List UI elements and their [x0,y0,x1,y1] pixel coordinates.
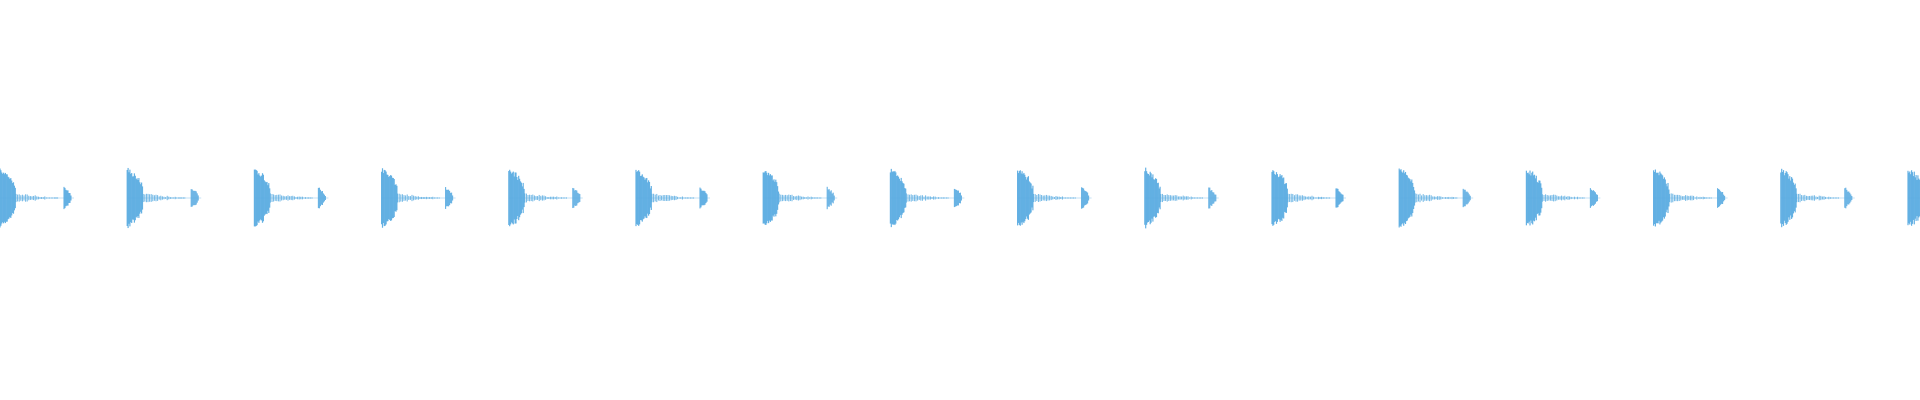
waveform-clips [0,167,1920,229]
